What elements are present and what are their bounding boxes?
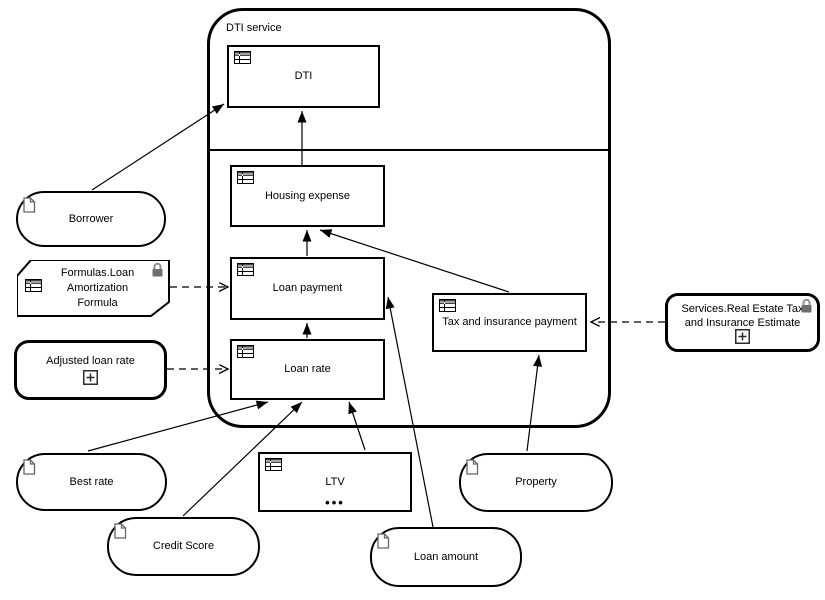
node-housing-expense[interactable]: Housing expense <box>230 165 385 227</box>
document-icon <box>377 533 390 549</box>
document-icon <box>466 459 479 475</box>
table-icon <box>439 299 456 312</box>
node-label: LTV <box>325 475 345 488</box>
node-label: Best rate <box>69 475 114 488</box>
node-label: DTI <box>294 70 313 82</box>
node-label: Tax and insurance payment <box>442 316 577 328</box>
node-formulas-loan-amortization-formula[interactable]: Formulas.Loan Amortization Formula <box>17 260 170 317</box>
table-icon <box>237 263 254 276</box>
lock-icon <box>800 298 813 313</box>
expand-plus-icon[interactable] <box>83 370 98 385</box>
table-icon <box>234 51 251 64</box>
node-label: Adjusted loan rate <box>46 355 135 367</box>
group-title: DTI service <box>226 22 282 34</box>
node-adjusted-loan-rate[interactable]: Adjusted loan rate <box>14 340 167 400</box>
document-icon <box>114 523 127 539</box>
node-label: Loan rate <box>284 363 331 375</box>
node-label: Property <box>515 476 557 488</box>
expand-plus-icon[interactable] <box>735 328 750 344</box>
edge-borrower-to-dti[interactable] <box>91 103 225 191</box>
more-indicator[interactable]: ••• <box>325 495 345 510</box>
table-icon <box>265 458 282 471</box>
node-loan-amount[interactable]: Loan amount <box>370 527 522 587</box>
node-tax-and-insurance-payment[interactable]: Tax and insurance payment <box>432 293 587 352</box>
node-label: Borrower <box>68 212 114 225</box>
node-ltv[interactable]: LTV ••• <box>258 452 412 512</box>
node-property[interactable]: Property <box>459 453 613 512</box>
node-borrower[interactable]: Borrower <box>16 191 166 247</box>
table-icon <box>237 171 254 184</box>
node-loan-rate[interactable]: Loan rate <box>230 339 385 400</box>
node-best-rate[interactable]: Best rate <box>16 453 167 511</box>
node-label: Services.Real Estate Tax and Insurance E… <box>681 302 804 329</box>
node-credit-score[interactable]: Credit Score <box>107 517 260 576</box>
document-icon <box>23 459 36 475</box>
document-icon <box>23 197 36 213</box>
node-label: Formulas.Loan Amortization Formula <box>60 267 135 309</box>
node-services-real-estate-tax-and-insurance-estimate[interactable]: Services.Real Estate Tax and Insurance E… <box>665 293 820 352</box>
node-label: Loan payment <box>272 282 343 294</box>
card-shape <box>17 260 170 317</box>
node-label: Housing expense <box>264 189 350 202</box>
node-label: Loan amount <box>413 550 479 563</box>
node-dti[interactable]: DTI <box>227 45 380 108</box>
table-icon <box>237 345 254 358</box>
node-loan-payment[interactable]: Loan payment <box>230 257 385 320</box>
node-label: Credit Score <box>152 540 215 552</box>
group-divider <box>210 149 608 151</box>
